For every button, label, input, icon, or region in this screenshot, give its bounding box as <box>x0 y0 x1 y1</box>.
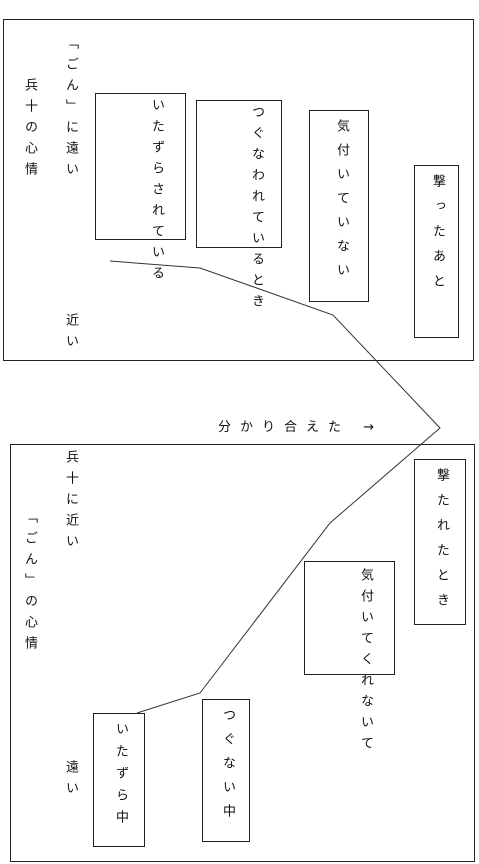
bottom-box1-text: 撃たれたとき <box>434 468 449 618</box>
bottom-box-utareta-toki: 撃たれたとき <box>414 459 466 625</box>
bottom-panel <box>10 444 475 862</box>
bottom-label-near-hyoju: 兵十に近い <box>63 450 78 555</box>
top-label-near: 近い <box>63 313 78 355</box>
top-box3-text: 気付いていない <box>334 119 349 287</box>
top-panel <box>3 19 474 361</box>
top-label-far-from-gon: 「ごん」に遠い <box>63 36 78 183</box>
bottom-box-itazura-naka: いたずら中 <box>93 713 145 847</box>
bottom-box-tsugunai-naka: つぐない中 <box>202 699 250 842</box>
understood-each-other-label: 分かり合えた → <box>218 420 384 435</box>
bottom-box4-text: いたずら中 <box>113 722 128 832</box>
bottom-label-gon-feelings: 「ごん」の心情 <box>22 510 37 657</box>
bottom-box3-text: つぐない中 <box>220 708 235 828</box>
top-box-kizuiteinai: 気付いていない <box>309 110 369 302</box>
top-label-hyoju-feelings: 兵十の心情 <box>22 78 37 183</box>
bottom-label-far: 遠い <box>63 760 78 802</box>
top-box-itazura-sareteiru: いたずらされている <box>95 93 186 287</box>
top-box4-text: 撃ったあと <box>430 174 445 299</box>
top-box-utta-ato: 撃ったあと <box>414 165 459 338</box>
